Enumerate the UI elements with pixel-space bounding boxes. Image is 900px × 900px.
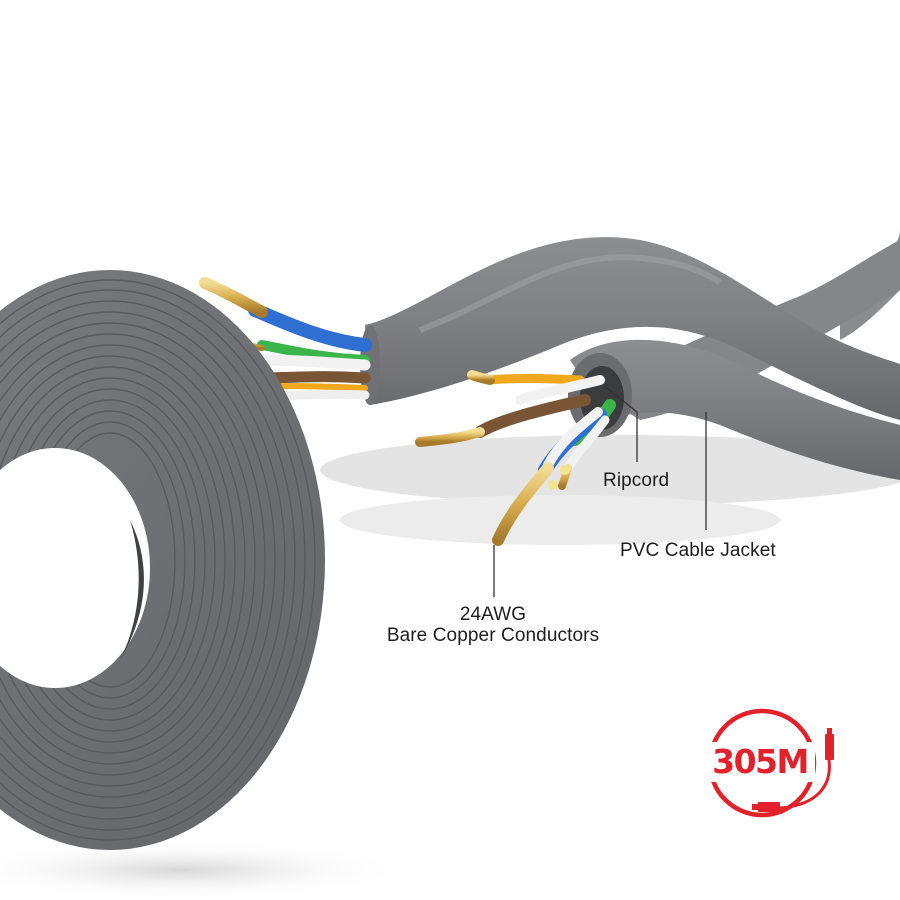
floor-shadows bbox=[0, 435, 900, 900]
ripcord-leader-line bbox=[602, 384, 638, 462]
conductors-type: Bare Copper Conductors bbox=[386, 625, 600, 646]
conductors-label: 24AWG Bare Copper Conductors bbox=[373, 604, 613, 646]
cable-coil bbox=[0, 270, 325, 850]
pvc-jacket-label: PVC Cable Jacket bbox=[620, 540, 776, 561]
leader-lines bbox=[493, 384, 707, 597]
length-badge: 305M bbox=[700, 690, 850, 840]
wires-lower bbox=[415, 370, 616, 546]
length-value: 305M bbox=[705, 742, 815, 782]
ripcord-label: Ripcord bbox=[603, 470, 670, 491]
conductors-gauge: 24AWG bbox=[459, 604, 527, 625]
